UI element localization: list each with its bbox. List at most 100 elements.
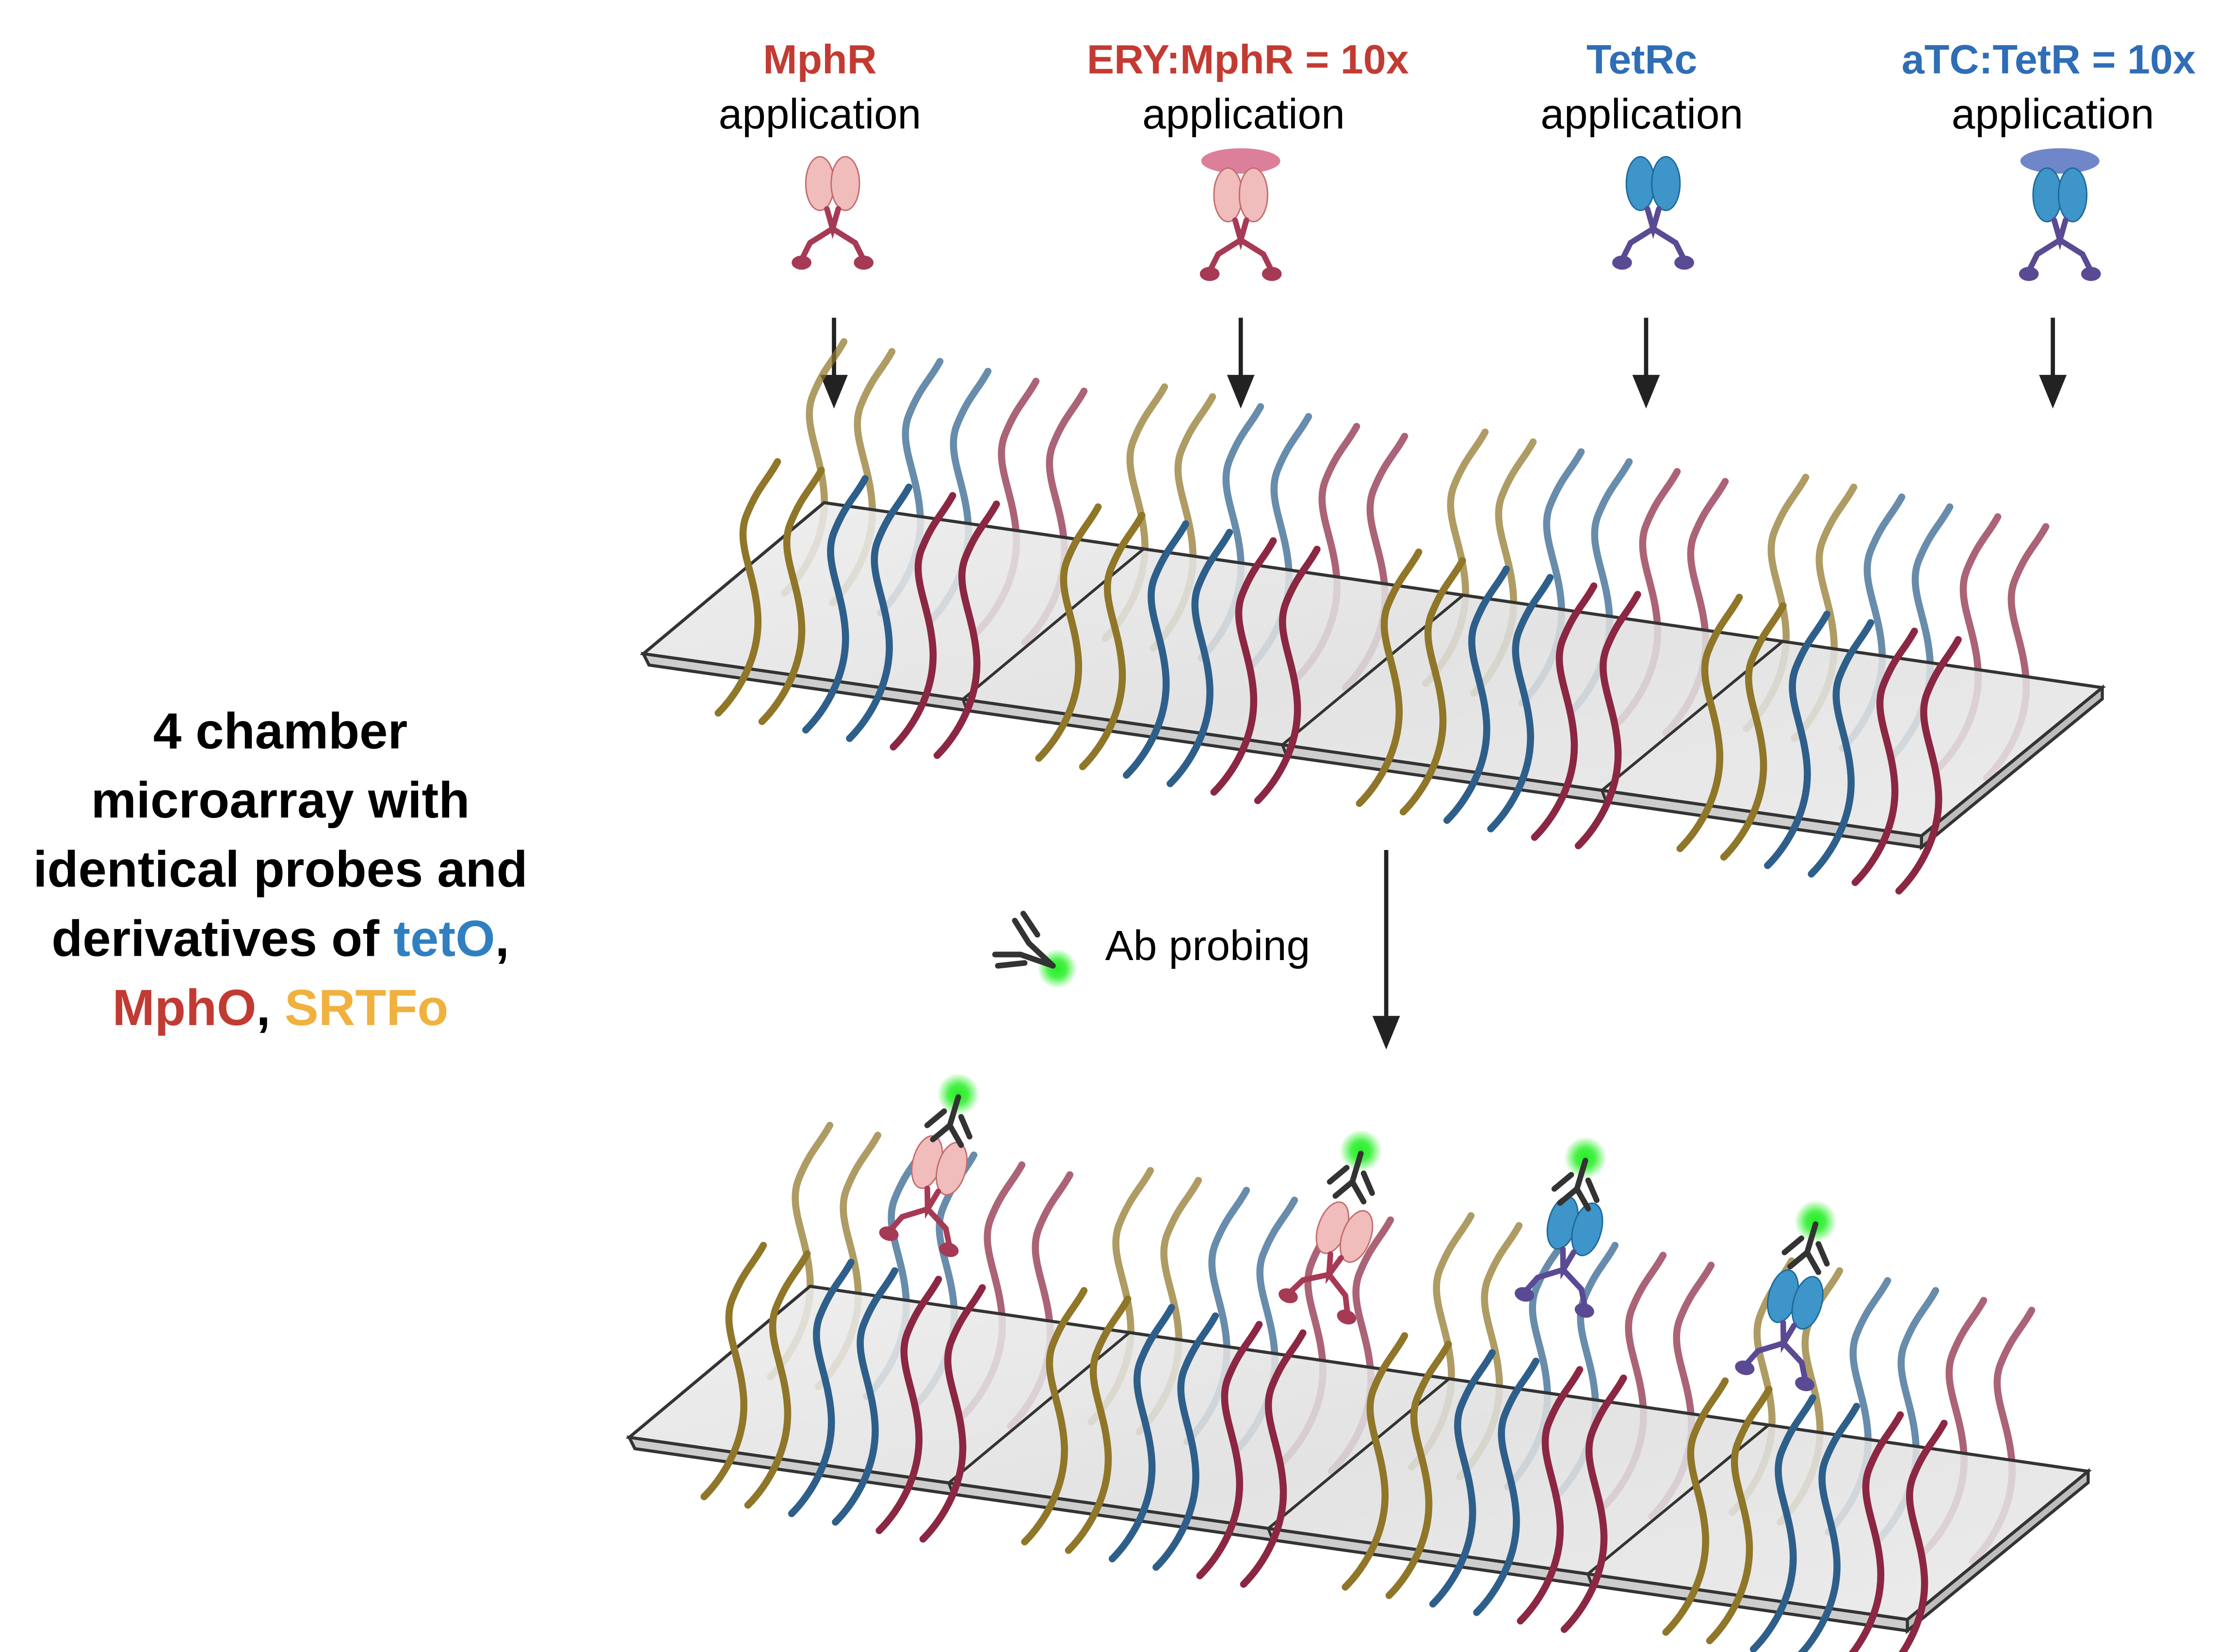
protein-foot [2019, 267, 2039, 281]
probe-strand-front [1808, 619, 1875, 878]
description-line-1: 4 chamber [153, 703, 407, 759]
description-line-3: identical probes and [33, 841, 527, 898]
description-line-4: derivatives of tetO, [51, 910, 509, 967]
probe-strand-front [1848, 1411, 1904, 1652]
application-arrows [820, 318, 2067, 1050]
label-ery-mphr: ERY:MphR = 10x [1087, 36, 1409, 82]
protein-stem [1743, 1319, 1809, 1384]
protein-foot [1199, 267, 1220, 281]
protein-domain [830, 156, 860, 211]
label-atc-tetr-application: application [1952, 90, 2154, 138]
protein-foot [1795, 1377, 1815, 1392]
protein-stem [798, 206, 867, 263]
protein-foot [1735, 1360, 1755, 1375]
probe-strand-front [700, 1242, 767, 1500]
probe-strand-front [1797, 1403, 1860, 1652]
bound-proteins-with-antibodies [879, 1073, 1837, 1392]
probe-strand-front [832, 1267, 899, 1526]
protein-stem [1286, 1251, 1351, 1317]
label-mphr: MphR [763, 36, 876, 82]
ligand-icon [2020, 148, 2100, 174]
probe-strand-front [1196, 1321, 1263, 1580]
microarray-slide-before [639, 338, 2106, 895]
protein-domain [2032, 167, 2062, 223]
mpho-term: MphO [113, 979, 257, 1036]
protein-domain [1238, 167, 1269, 223]
probe-strand-front [1574, 591, 1641, 850]
probe-strand-front [1342, 1332, 1408, 1591]
protein-domain [1625, 156, 1655, 211]
arrow-down-icon [2039, 318, 2067, 409]
protein-foot [1574, 1303, 1594, 1318]
probe-strand-front [1108, 1304, 1175, 1563]
applied-proteins [792, 148, 2101, 281]
probe-strand-front [1429, 1349, 1496, 1608]
protein-foot [1278, 1288, 1298, 1303]
chamber-divider [962, 547, 1145, 701]
probe-strand-front [1385, 1340, 1452, 1599]
mphr-protein-icon [1199, 148, 1282, 281]
antibody-icon [1781, 1200, 1837, 1275]
antibody-chains [1326, 1151, 1375, 1204]
probe-strand-front [1443, 565, 1510, 824]
protein-domain [1791, 1276, 1824, 1330]
separator: , [495, 910, 509, 967]
protein-domain [1571, 1202, 1603, 1256]
application-labels: MphR application ERY:MphR = 10x applicat… [719, 36, 2196, 138]
probe-strand-front [1895, 636, 1962, 895]
label-tetrc: TetRc [1586, 36, 1697, 82]
slide-side-edge [1906, 1468, 2090, 1635]
protein-stem [887, 1186, 953, 1250]
antibody-chains [924, 1094, 972, 1148]
probe-strand-front [1764, 610, 1830, 869]
probe-strand-front [1676, 593, 1743, 852]
antibody-chains [1551, 1157, 1600, 1212]
protein-domain [1213, 167, 1243, 223]
protein-domain [1651, 156, 1681, 211]
mphr-protein-icon [879, 1135, 968, 1257]
protein-stem [1619, 206, 1687, 263]
probe-strand-front [890, 492, 956, 751]
probe-strand-front [1473, 1357, 1540, 1616]
probe-strand-front [1035, 503, 1102, 762]
probe-strand-front [1517, 1366, 1584, 1625]
ab-probing-label: Ab probing [1105, 922, 1310, 969]
probe-strand-front [1240, 1329, 1307, 1588]
protein-stem [2026, 217, 2094, 274]
probe-strand-front [744, 1250, 811, 1509]
separator: , [257, 979, 285, 1036]
label-mphr-application: application [719, 90, 922, 138]
tetr-protein-icon [1612, 156, 1694, 270]
protein-domain [805, 156, 835, 211]
protein-foot [2081, 267, 2101, 281]
chamber-divider [948, 1331, 1131, 1484]
antibody-chains [1781, 1221, 1830, 1275]
tetr-protein-icon [1735, 1269, 1824, 1392]
protein-domain [1339, 1210, 1374, 1263]
probe-strand-front [1560, 1374, 1627, 1633]
ligand-icon [1201, 148, 1280, 174]
antibody-icon [1326, 1129, 1382, 1204]
tetr-protein-icon [1515, 1196, 1603, 1318]
srtfo-term: SRTFo [285, 979, 449, 1036]
label-ery-mphr-application: application [1142, 90, 1345, 138]
arrow-down-icon [1632, 318, 1660, 409]
probe-strand-front [933, 500, 1000, 759]
probe-strand-front [875, 1275, 942, 1534]
antibody-icon [924, 1073, 980, 1148]
protein-foot [1262, 267, 1282, 281]
probe-strand-front [1749, 1394, 1816, 1652]
probe-strand-front [1021, 1287, 1088, 1546]
probe-strand-front [1898, 1419, 1948, 1652]
probe-strand-front [1210, 537, 1277, 796]
probe-strand-front [788, 1259, 855, 1517]
arrow-down-icon [1227, 318, 1255, 409]
probe-strand-front [1356, 548, 1423, 807]
slide-side-edge [1920, 684, 2104, 850]
probe-strand-front [1720, 602, 1787, 861]
label-tetrc-application: application [1540, 90, 1743, 138]
probe-strand-front [1254, 545, 1321, 804]
protein-foot [1337, 1309, 1357, 1325]
probe-strand-front [1706, 1386, 1773, 1644]
